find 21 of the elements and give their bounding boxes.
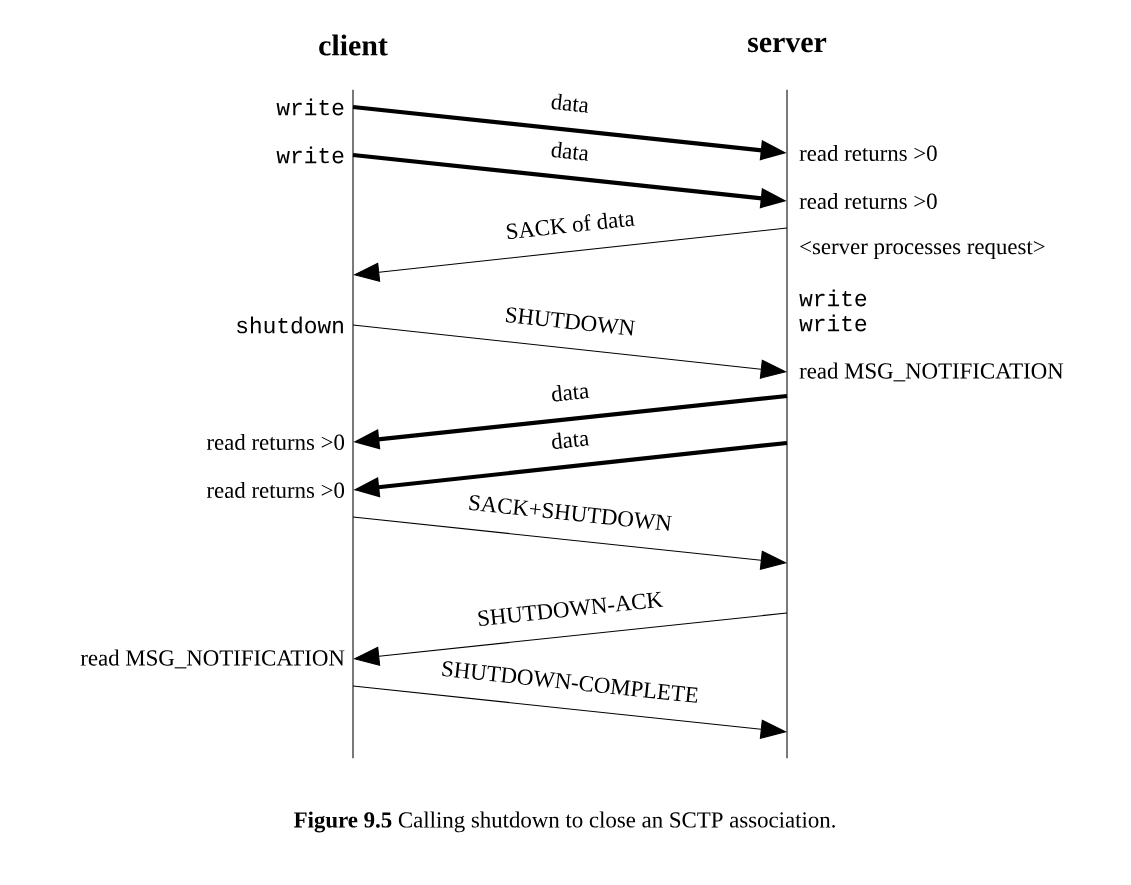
call-label: write — [799, 289, 867, 307]
caption: Figure 9.5 Calling shutdown to close an SCTP association. — [294, 811, 835, 833]
call-label: write — [276, 146, 344, 164]
edge-label: data — [551, 141, 588, 161]
edge-label: data — [552, 432, 590, 449]
edge-label: SHUTDOWN-ACK — [478, 591, 664, 626]
edge-label: data — [551, 93, 588, 113]
edge-label: SACK+SHUTDOWN — [469, 495, 672, 531]
call-label: read returns >0 — [799, 192, 937, 210]
call-label: shutdown — [237, 316, 343, 334]
edge-label: SACK of data — [506, 212, 635, 239]
edge-label: SHUTDOWN — [505, 307, 636, 336]
call-label: read returns >0 — [206, 481, 345, 499]
call-label: write — [276, 98, 344, 116]
call-label: read MSG_NOTIFICATION — [799, 362, 1064, 382]
call-label: read returns >0 — [206, 433, 345, 451]
call-label: write — [799, 314, 867, 332]
call-label: <server processes request> — [800, 241, 1045, 259]
call-label: read MSG_NOTIFICATION — [80, 649, 345, 669]
edge-label: data — [552, 384, 590, 402]
call-label: read returns >0 — [799, 144, 937, 162]
